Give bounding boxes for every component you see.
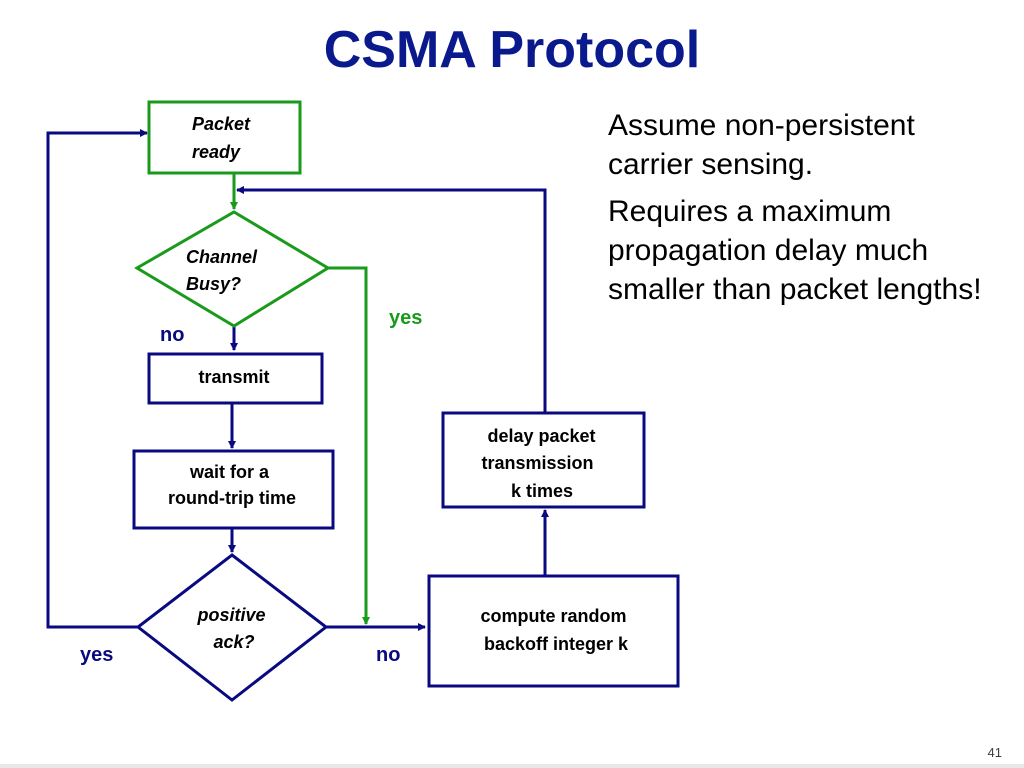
compute-backoff-label: compute random backoff integer k [480, 606, 631, 654]
ack-yes-label: yes [80, 644, 113, 666]
footer-divider [0, 764, 1024, 768]
packet-ready-label: Packet ready [192, 114, 255, 162]
slide-title: CSMA Protocol [323, 21, 701, 79]
positive-ack-diamond [135, 553, 329, 702]
transmit-label: transmit [198, 367, 269, 387]
channel-yes-label: yes [389, 307, 422, 329]
channel-busy-label: Channel Busy? [186, 247, 262, 294]
ack-no-label: no [376, 644, 400, 666]
connector-delay-feedback [236, 186, 547, 413]
packet-ready-box [147, 100, 302, 175]
notes-panel: Assume non-persistent carrier sensing. R… [608, 106, 998, 317]
wait-box [132, 449, 335, 530]
positive-ack-label: positive ack? [196, 605, 270, 652]
note-carrier-sensing: Assume non-persistent carrier sensing. [608, 109, 915, 181]
delay-packet-label: delay packet transmission k times [481, 426, 600, 501]
connector-busy-yes [328, 266, 370, 625]
compute-backoff-box [427, 574, 680, 688]
delay-packet-box [441, 411, 646, 509]
channel-no-label: no [160, 324, 184, 346]
wait-label: wait for a round-trip time [168, 462, 296, 508]
page-number: 41 [987, 745, 1002, 760]
transmit-box [147, 352, 324, 405]
note-propagation-delay: Requires a maximum propagation delay muc… [608, 195, 982, 306]
channel-busy-diamond [134, 210, 331, 328]
connector-ack-yes-loop [46, 129, 148, 629]
